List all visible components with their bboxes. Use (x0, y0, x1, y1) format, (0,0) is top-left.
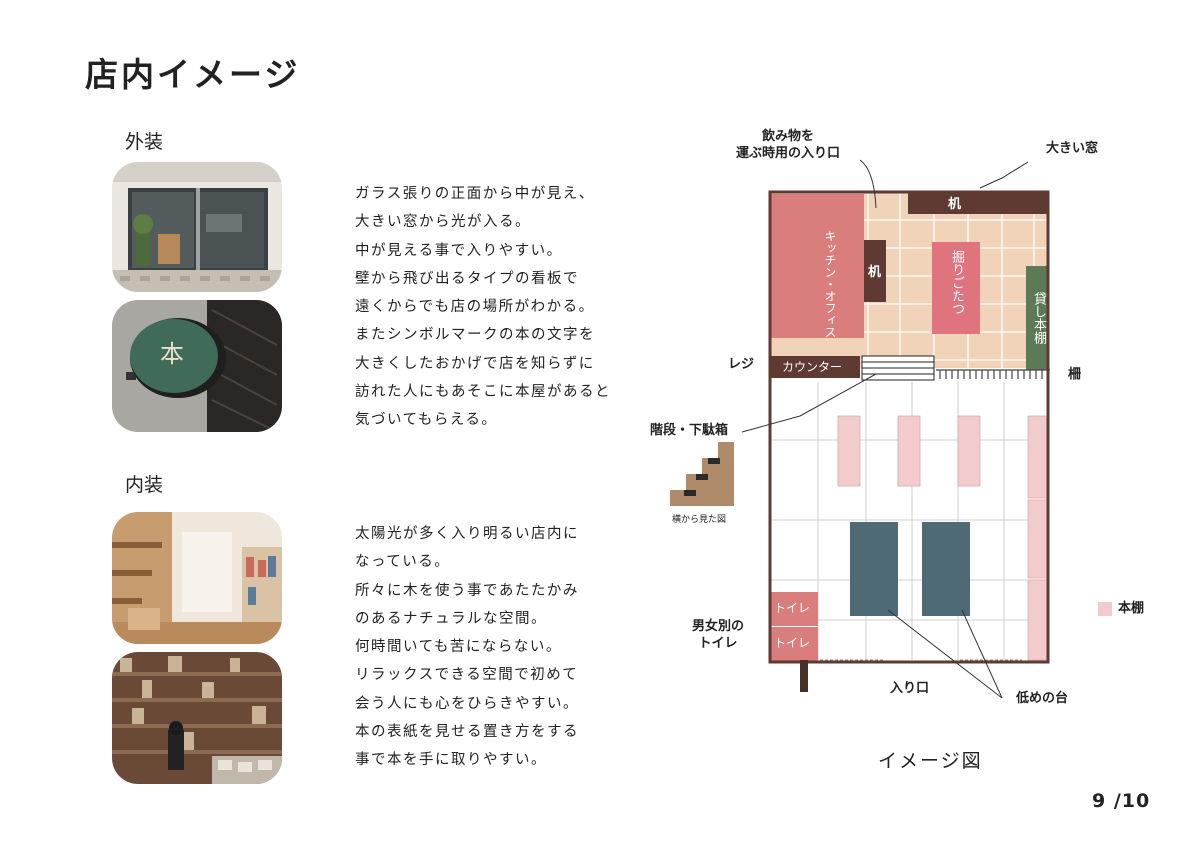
label-fence: 柵 (1068, 367, 1082, 382)
exterior-sign-photo: 本 (112, 300, 282, 432)
rental-bookshelf (1026, 266, 1048, 370)
sign-logo-text: 本 (160, 340, 184, 368)
label-side-view: 横から見た図 (672, 515, 727, 525)
counter (770, 356, 860, 378)
stairs (861, 355, 935, 381)
label-kitchen-office: キッチン・オフィス (823, 230, 837, 338)
legend-bookshelf-swatch (1098, 602, 1112, 616)
floor-plan: 飲み物を 運ぶ時用の入り口 大きい窓 机 机 キッチン・オフィス 掘りごたつ 貸… (650, 120, 1180, 780)
stairs-side-view-icon (670, 442, 734, 506)
floor-plan-caption: イメージ図 (878, 750, 983, 772)
interior-description: 太陽光が多く入り明るい店内に なっている。 所々に木を使う事であたたかみ のある… (355, 526, 579, 769)
kitchen-office-area (770, 194, 864, 338)
label-counter: カウンター (782, 360, 843, 374)
label-toilet-1: トイレ (774, 601, 811, 615)
exterior-label: 外装 (125, 131, 164, 153)
toilet-1-room (770, 592, 818, 626)
page-title: 店内イメージ (85, 55, 301, 94)
bookshelves (837, 415, 1049, 661)
interior-bookshelf-photo (112, 652, 282, 784)
floor-plan-drawing (670, 159, 1112, 699)
label-toilet-2: トイレ (774, 636, 811, 650)
label-stairs: 階段・下駄箱 (650, 423, 729, 438)
label-rental-shelf: 貸し本棚 (1031, 292, 1046, 344)
label-desk-side: 机 (868, 265, 882, 280)
desk-top (908, 192, 1048, 214)
low-table-1 (850, 522, 898, 616)
label-desk-top: 机 (948, 197, 962, 212)
label-toilets: 男女別の トイレ (692, 619, 745, 651)
desk-side (864, 240, 886, 302)
label-kotatsu: 掘りごたつ (949, 250, 964, 315)
interior-label: 内装 (125, 474, 164, 496)
label-register: レジ (728, 357, 755, 372)
exterior-storefront-photo (112, 162, 282, 292)
exterior-description: ガラス張りの正面から中が見え、 大きい窓から光が入る。 中が見える事で入りやすい… (355, 186, 611, 429)
toilet-2-room (770, 627, 818, 661)
label-legend-bookshelf: 本棚 (1118, 601, 1145, 616)
fence (936, 369, 1050, 379)
label-low-table: 低めの台 (1016, 691, 1069, 706)
label-big-window: 大きい窓 (1046, 141, 1099, 156)
low-table-2 (922, 522, 970, 616)
label-entrance: 入り口 (890, 681, 930, 696)
kotatsu (932, 242, 980, 334)
interior-stairs-photo (112, 512, 282, 644)
label-drink-entrance: 飲み物を 運ぶ時用の入り口 (736, 129, 841, 161)
page-number: 9 /10 (1092, 790, 1151, 812)
